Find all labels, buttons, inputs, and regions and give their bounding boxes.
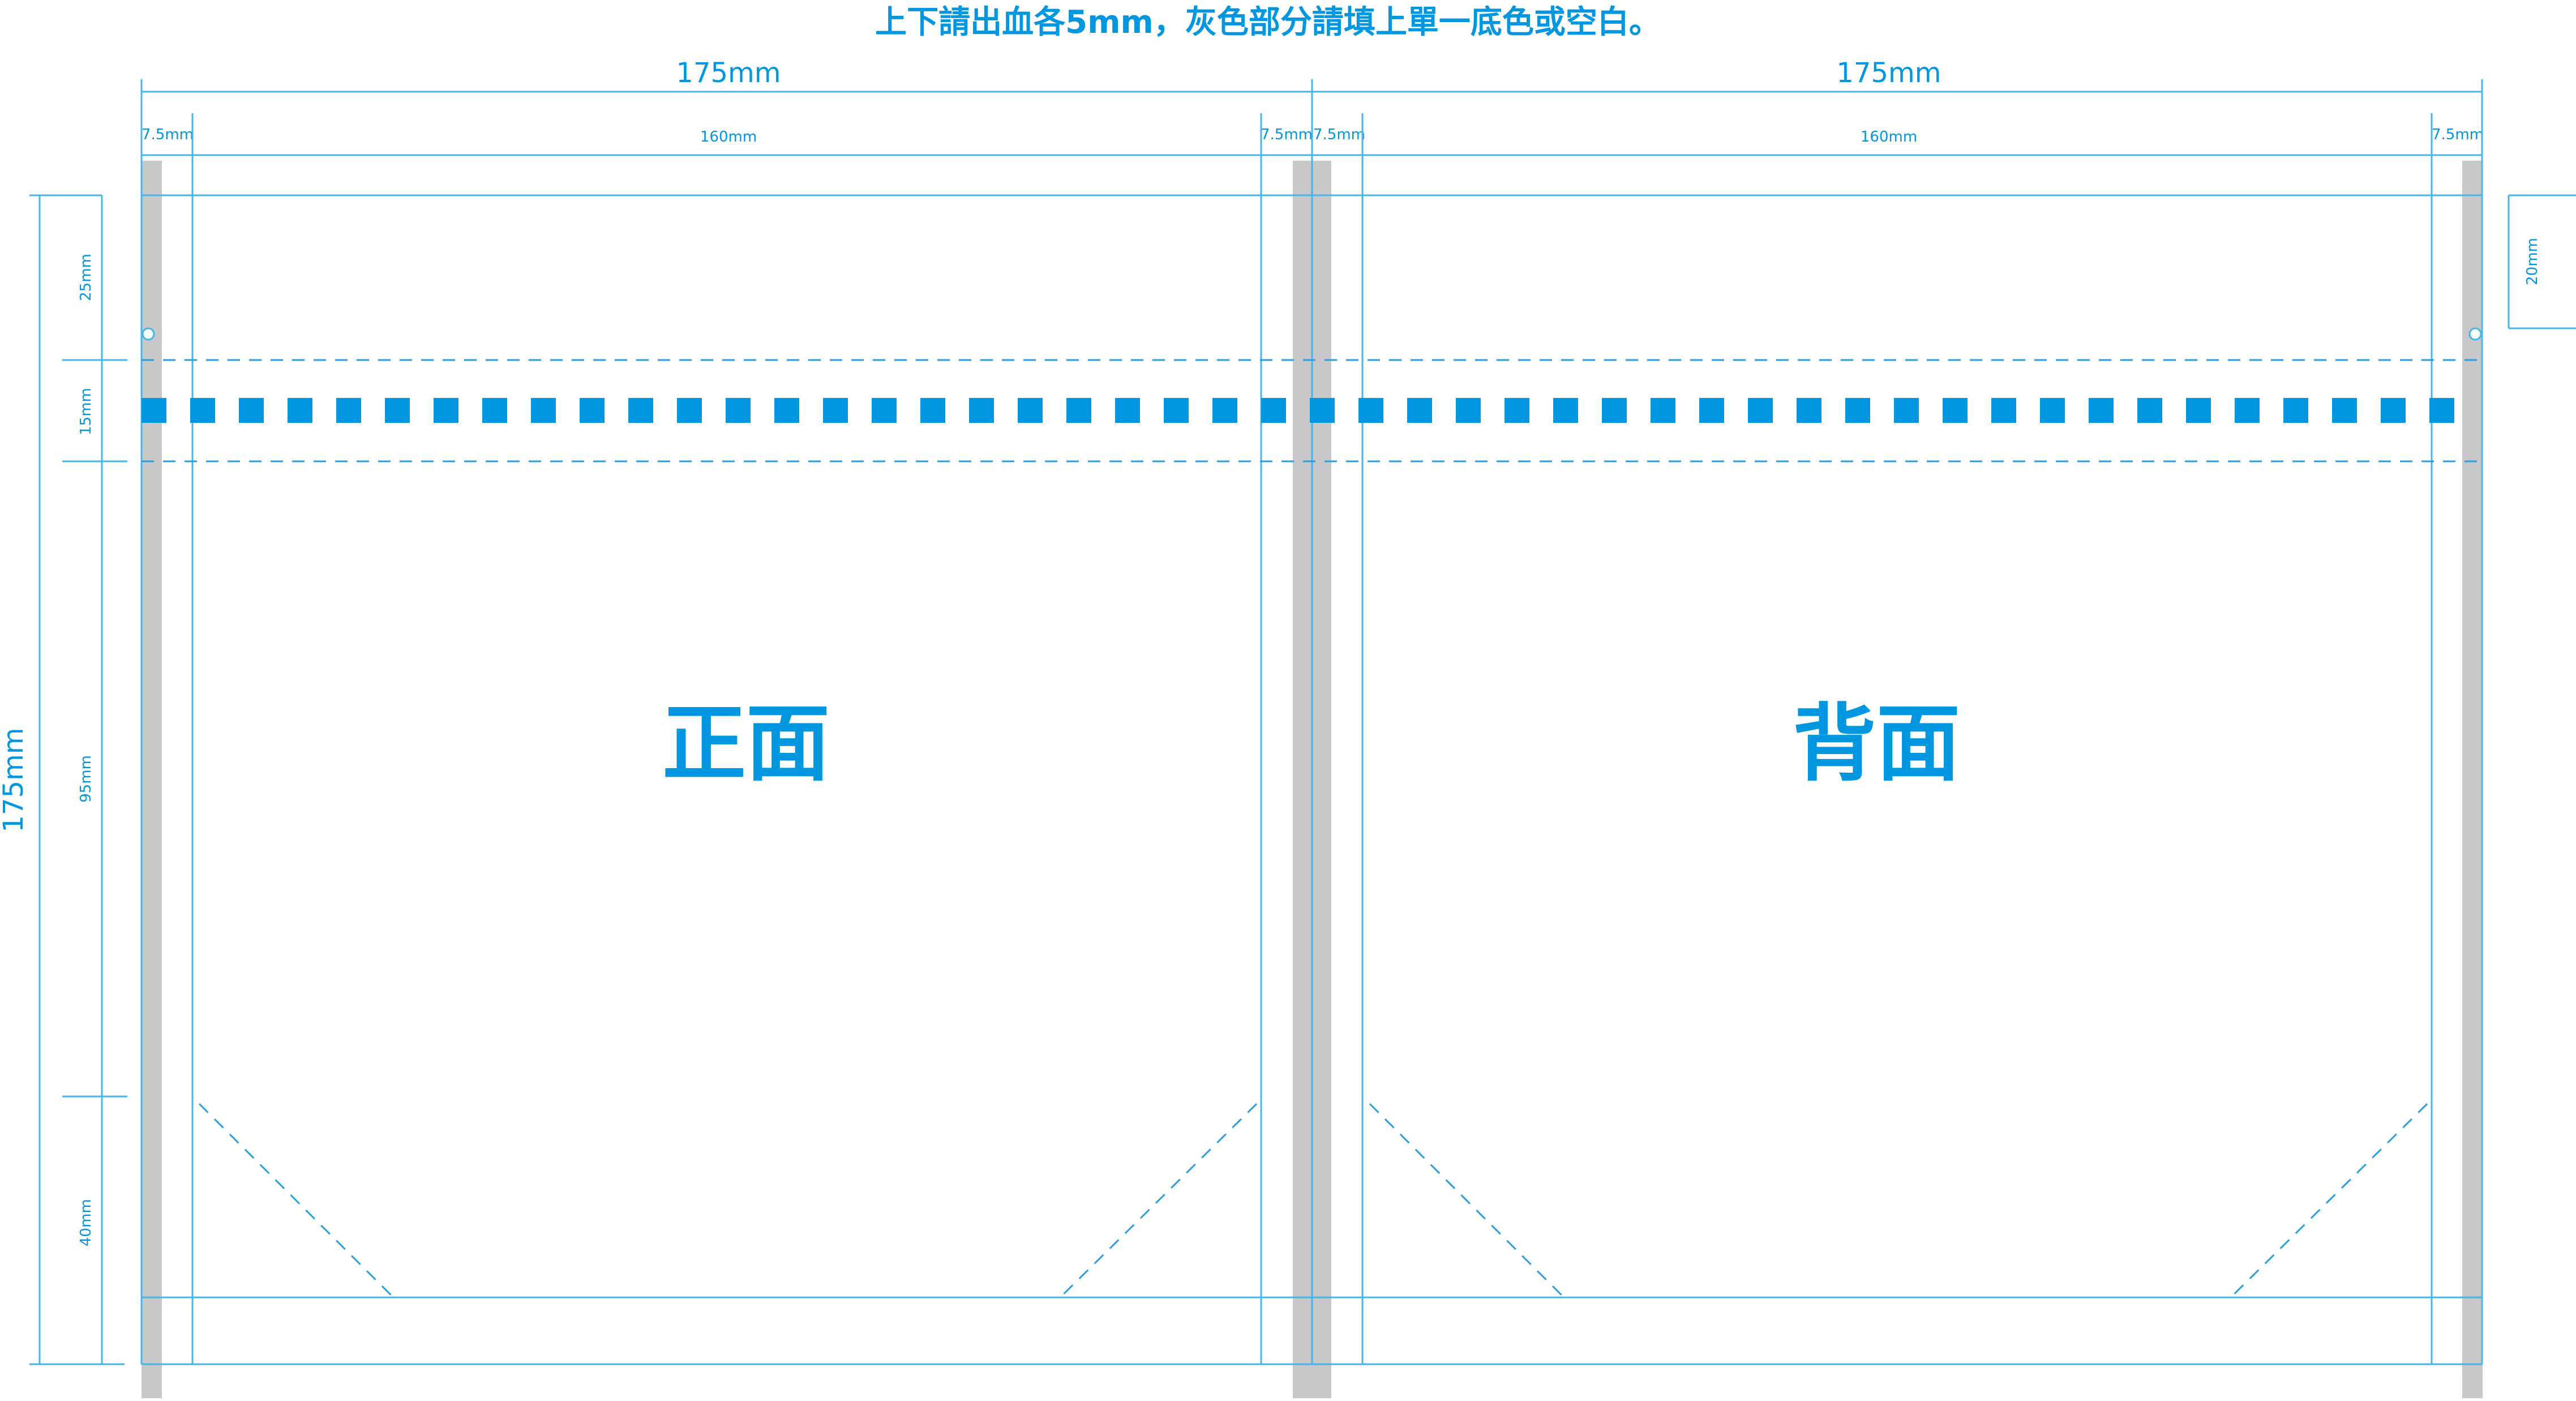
- front-inner-width-label: 160mm: [700, 128, 757, 145]
- perforation-square: [872, 398, 897, 423]
- dashed-guides: [142, 359, 2482, 1299]
- perforation-square: [1310, 398, 1335, 423]
- height-segment-1-label: 25mm: [78, 254, 95, 301]
- perforation-square: [677, 398, 702, 423]
- perforation-square: [1943, 398, 1968, 423]
- back-inner-width-label: 160mm: [1861, 128, 1917, 145]
- perforation-square: [2235, 398, 2260, 423]
- perforation-square: [190, 398, 215, 423]
- perforation-square: [969, 398, 994, 423]
- front-right-margin-label: 7.5mm: [1261, 126, 1313, 143]
- total-height-label: 175mm: [0, 727, 29, 832]
- perforation-square: [336, 398, 361, 423]
- perforation-square: [628, 398, 653, 423]
- perforation-square: [920, 398, 945, 423]
- perforation-square: [1164, 398, 1189, 423]
- perforation-square: [1553, 398, 1578, 423]
- perforation-square: [1505, 398, 1529, 423]
- perforation-square: [1748, 398, 1773, 423]
- perforation-square: [823, 398, 848, 423]
- perforation-square: [1894, 398, 1919, 423]
- back-right-margin-label: 7.5mm: [2432, 126, 2484, 143]
- perforation-square: [1115, 398, 1140, 423]
- perforation-square: [482, 398, 507, 423]
- perforation-square: [1699, 398, 1724, 423]
- perforation-square: [239, 398, 264, 423]
- perforation-square: [385, 398, 410, 423]
- front-left-margin-label: 7.5mm: [142, 126, 194, 143]
- height-segment-3-label: 95mm: [78, 755, 95, 803]
- perforation-square: [726, 398, 751, 423]
- perforation-square: [2186, 398, 2211, 423]
- perforation-square: [1845, 398, 1870, 423]
- perforation-square: [2137, 398, 2162, 423]
- perforation-square: [1407, 398, 1432, 423]
- perforation-square: [1797, 398, 1821, 423]
- perforation-square: [2283, 398, 2308, 423]
- right-segment-label: 20mm: [2524, 238, 2541, 285]
- panel-guide-lines: [140, 92, 2483, 1365]
- back-face-label: 背面: [1793, 695, 1960, 792]
- perforation-square: [2089, 398, 2114, 423]
- perforation-square: [434, 398, 458, 423]
- perforation-square: [2381, 398, 2406, 423]
- left-dimension-lines: [29, 194, 127, 1365]
- perforation-square: [1991, 398, 2016, 423]
- front-face-label: 正面: [662, 695, 830, 792]
- perforation-square: [1602, 398, 1627, 423]
- panel-back-width-label: 175mm: [1836, 57, 1941, 89]
- panel-front-width-label: 175mm: [676, 57, 781, 89]
- perforation-square: [2040, 398, 2065, 423]
- perforation-square: [1212, 398, 1237, 423]
- back-left-margin-label: 7.5mm: [1313, 126, 1365, 143]
- perforation-square: [774, 398, 799, 423]
- perforation-square: [531, 398, 556, 423]
- perforation-row: [142, 398, 2454, 423]
- perforation-square: [1066, 398, 1091, 423]
- perforation-square: [1018, 398, 1043, 423]
- perforation-square: [2332, 398, 2357, 423]
- perforation-square: [1358, 398, 1383, 423]
- perforation-square: [580, 398, 605, 423]
- height-segment-2-label: 15mm: [78, 388, 95, 435]
- hole-markers: [142, 327, 2482, 341]
- instruction-title: 上下請出血各5mm，灰色部分請填上單一底色或空白。: [875, 4, 1661, 41]
- perforation-square: [1456, 398, 1481, 423]
- height-segment-4-label: 40mm: [78, 1199, 95, 1246]
- right-dimension-lines: [2508, 194, 2576, 329]
- perforation-square: [288, 398, 312, 423]
- perforation-square: [142, 398, 166, 423]
- perforation-square: [1261, 398, 1286, 423]
- perforation-square: [1651, 398, 1675, 423]
- perforation-square: [2429, 398, 2454, 423]
